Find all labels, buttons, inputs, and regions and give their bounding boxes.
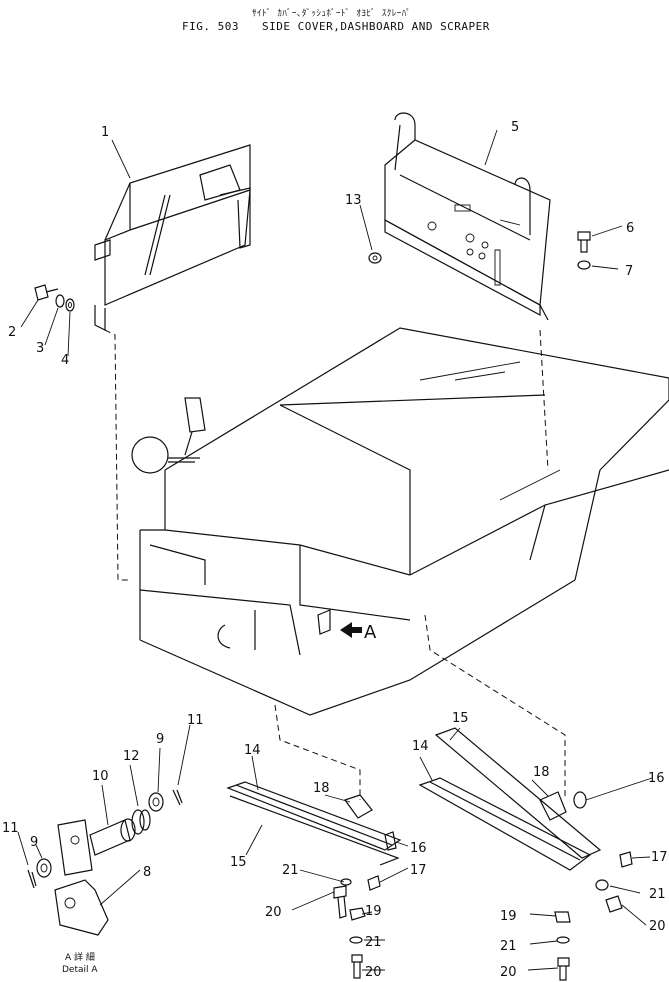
callout-18-right: 18 [533,765,550,780]
callout-15-right: 15 [452,711,469,726]
callout-14-right: 14 [412,739,429,754]
callout-17-left: 17 [410,863,427,878]
view-arrow-a: A [340,622,377,643]
leader-lines [17,129,653,971]
washer-part-7 [577,260,591,270]
callout-2: 2 [8,325,16,340]
callout-11-left: 11 [2,821,19,836]
washer-part-4 [65,298,75,312]
callout-11-right: 11 [187,713,204,728]
detail-a-caption: A 詳 細 Detail A [62,951,98,975]
dashboard-part-5 [384,112,551,471]
callout-19-left: 19 [365,904,382,919]
callout-16-left: 16 [410,841,427,856]
nut-part-13 [368,252,382,264]
callout-17-right: 17 [651,850,668,865]
callout-12: 12 [123,749,140,764]
header-japanese-title: ｻｲﾄﾞ ｶﾊﾞｰ､ﾀﾞｯｼｭﾎﾞｰﾄﾞ ｵﾖﾋﾞ ｽｸﾚｰﾊﾟ [252,9,412,19]
callout-19-right: 19 [500,909,517,924]
callout-14-left: 14 [244,743,261,758]
callout-20-left-a: 20 [265,905,282,920]
callout-9-left: 9 [30,835,38,850]
callout-5: 5 [511,120,519,135]
side-cover-part-1 [94,144,251,581]
detail-a-assembly [27,789,183,936]
callout-18-left: 18 [313,781,330,796]
callout-20-left-b: 20 [365,965,382,980]
callout-15-left: 15 [230,855,247,870]
arrow-a-label: A [364,622,377,643]
callout-13: 13 [345,193,362,208]
left-scraper-assembly [226,704,402,979]
callout-3: 3 [36,341,44,356]
figure-title: SIDE COVER,DASHBOARD AND SCRAPER [262,20,490,33]
detail-a-japanese: A 詳 細 [65,951,95,963]
callout-16-right: 16 [648,771,665,786]
bolt-part-6 [577,231,591,253]
callout-21-left-b: 21 [365,935,382,950]
right-scraper-assembly [418,614,633,981]
callout-10: 10 [92,769,109,784]
callout-21-right-a: 21 [649,887,666,902]
callout-1: 1 [101,125,109,140]
callout-20-right-b: 20 [500,965,517,980]
callout-9-right: 9 [156,732,164,747]
callout-21-right-b: 21 [500,939,517,954]
machine-body [131,327,669,716]
callout-6: 6 [626,221,634,236]
washer-part-3 [55,294,65,308]
callout-numbers: 1 2 3 4 5 6 7 13 8 9 9 10 11 11 12 14 15… [2,120,668,980]
callout-20-right-a: 20 [649,919,666,934]
callout-8: 8 [143,865,151,880]
callout-21-left-a: 21 [282,863,299,878]
callout-7: 7 [625,264,633,279]
bolt-part-2 [34,284,59,301]
detail-a-english: Detail A [62,965,98,975]
callout-4: 4 [61,353,69,368]
figure-number: FIG. 503 [182,20,239,33]
